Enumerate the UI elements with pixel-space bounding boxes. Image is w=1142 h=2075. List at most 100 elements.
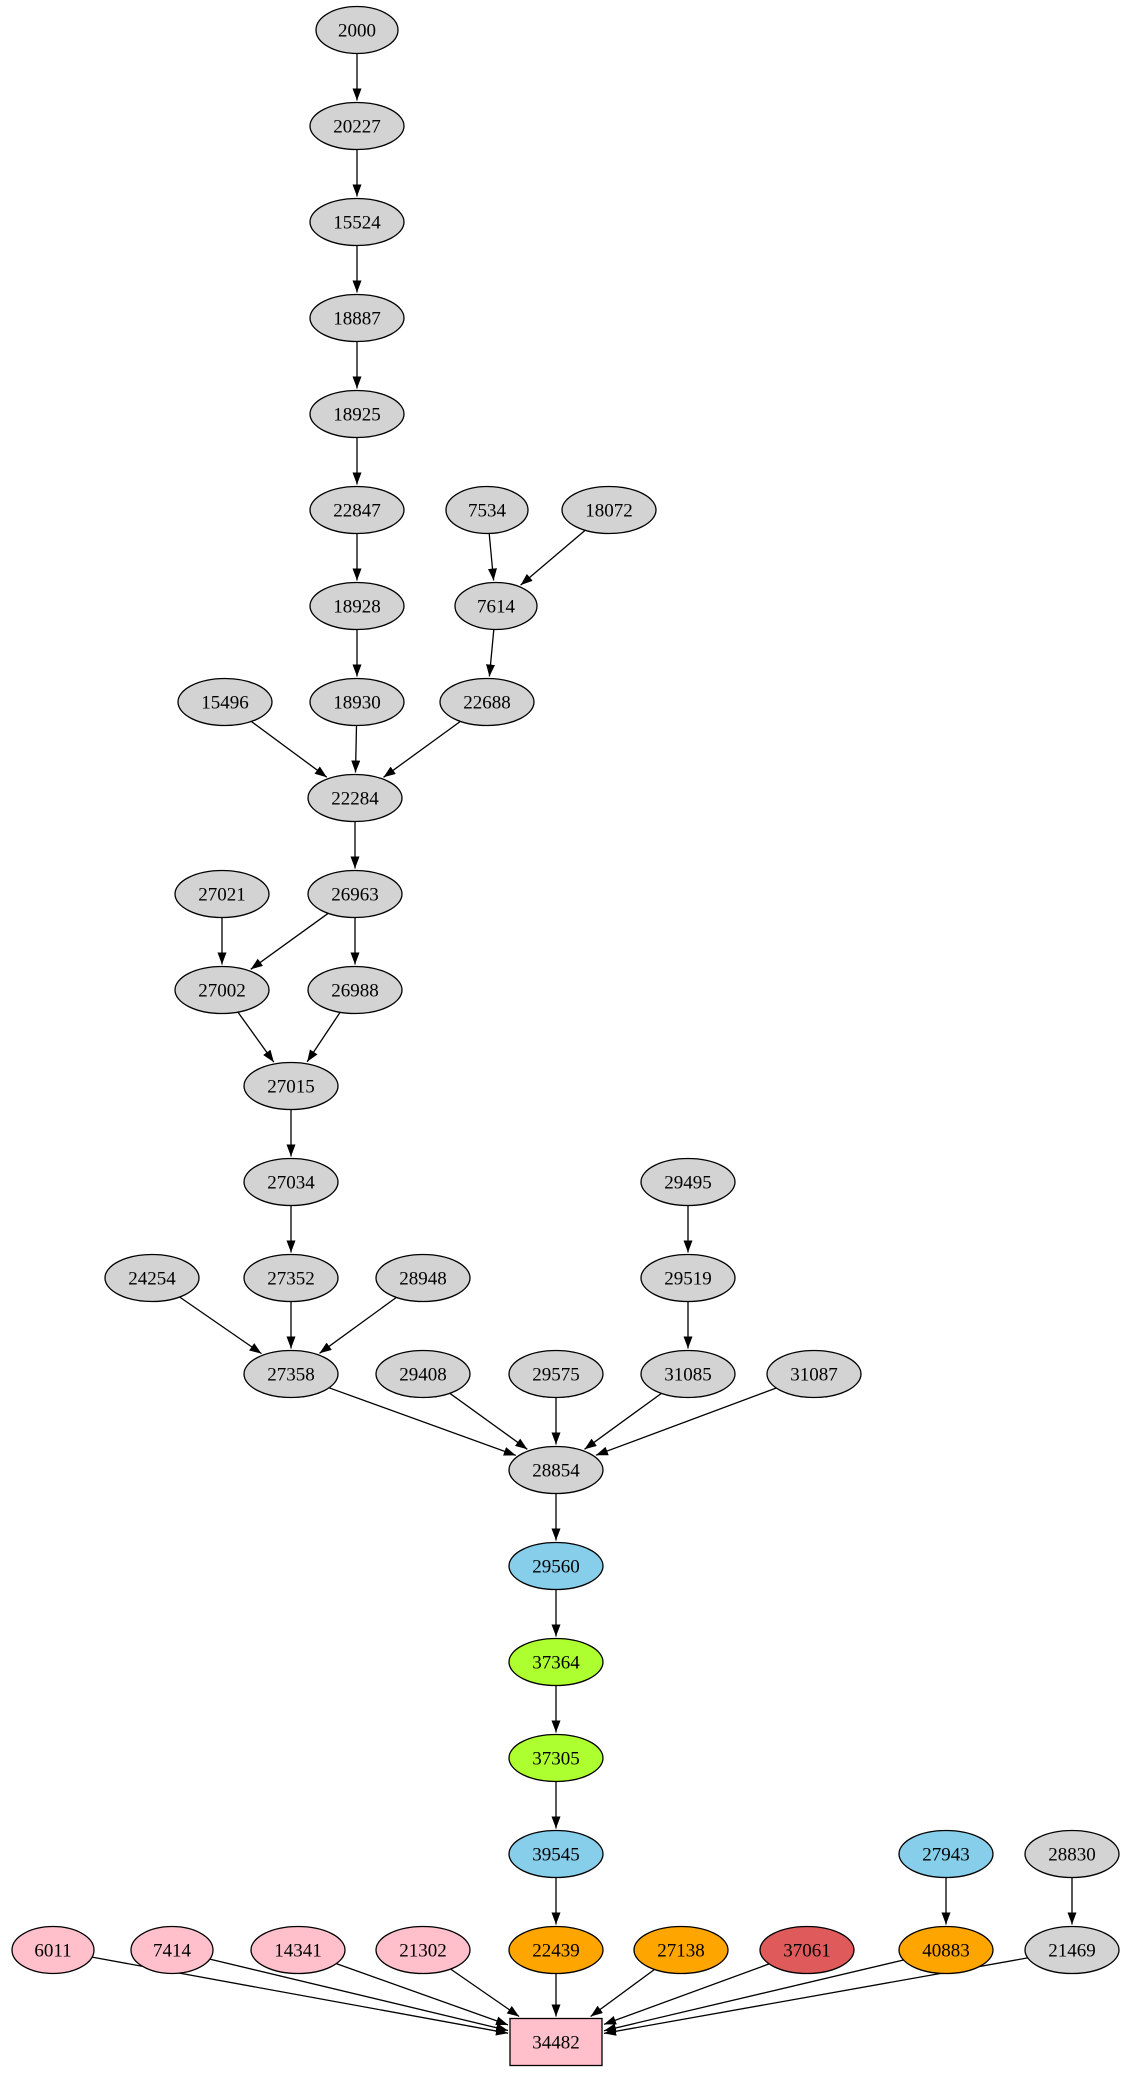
node-label: 6011 [34,1941,71,1962]
node-label: 15524 [333,213,381,234]
node-label: 28830 [1048,1845,1096,1866]
node-label: 34482 [532,2033,580,2054]
node-shape [508,1445,604,1495]
node-shape [898,1829,994,1879]
node-39545: 39545 [508,1829,604,1879]
node-29575: 29575 [508,1349,604,1399]
node-shape [508,1637,604,1687]
node-22688: 22688 [439,677,535,727]
node-shape [11,1925,95,1975]
node-14341: 14341 [250,1925,346,1975]
node-label: 29495 [664,1173,712,1194]
nodes-layer: 2000 20227 15524 18887 18925 22847 7534 18072 18… [11,5,1120,2067]
node-40883: 40883 [898,1925,994,1975]
node-shape [307,965,403,1015]
node-shape [250,1925,346,1975]
edge-31085-28854 [584,1392,662,1450]
node-label: 18925 [333,405,381,426]
node-label: 18928 [333,597,381,618]
node-shape [508,1733,604,1783]
node-28854: 28854 [508,1445,604,1495]
node-label: 27021 [198,885,246,906]
edge-7614-22688 [486,629,495,677]
node-shape [640,1253,736,1303]
edge-7534-7614 [488,533,497,581]
edge-7414-34482 [209,1958,509,2033]
node-shape [309,485,405,535]
node-shape [309,293,405,343]
node-27002: 27002 [174,965,270,1015]
node-27021: 27021 [174,869,270,919]
node-label: 27358 [267,1365,315,1386]
node-label: 29408 [399,1365,447,1386]
node-label: 2000 [338,21,376,42]
node-31087: 31087 [766,1349,862,1399]
node-21302: 21302 [375,1925,471,1975]
node-label: 22284 [331,789,379,810]
node-shape [759,1925,855,1975]
node-21469: 21469 [1024,1925,1120,1975]
node-7534: 7534 [445,485,529,535]
node-label: 29519 [664,1269,712,1290]
node-shape [633,1925,729,1975]
edge-18930-22284 [351,725,361,773]
node-label: 31085 [664,1365,712,1386]
node-27943: 27943 [898,1829,994,1879]
node-shape [309,101,405,151]
node-label: 18887 [333,309,381,330]
node-18887: 18887 [309,293,405,343]
node-29408: 29408 [375,1349,471,1399]
node-37305: 37305 [508,1733,604,1783]
node-15496: 15496 [177,677,273,727]
node-shape [898,1925,994,1975]
node-shape [1024,1829,1120,1879]
node-shape [561,485,657,535]
node-label: 28854 [532,1461,580,1482]
node-label: 26988 [331,981,379,1002]
node-shape [509,2017,603,2067]
edge-24254-27358 [179,1296,262,1355]
node-shape [309,197,405,247]
node-37061: 37061 [759,1925,855,1975]
edge-29408-28854 [449,1392,528,1450]
edge-22688-22284 [383,720,461,778]
node-shape [130,1925,214,1975]
node-26963: 26963 [307,869,403,919]
node-shape [104,1253,200,1303]
node-shape [508,1829,604,1879]
node-label: 24254 [128,1269,176,1290]
node-label: 22847 [333,501,381,522]
node-31085: 31085 [640,1349,736,1399]
node-shape [315,5,399,55]
node-shape [439,677,535,727]
node-shape [508,1541,604,1591]
node-shape [307,773,403,823]
edge-26963-27002 [250,912,329,970]
node-shape [375,1349,471,1399]
node-label: 27002 [198,981,246,1002]
node-label: 26963 [331,885,379,906]
node-shape [309,389,405,439]
node-shape [177,677,273,727]
node-shape [309,677,405,727]
node-shape [1024,1925,1120,1975]
edge-27358-28854 [328,1387,517,1457]
node-shape [454,581,538,631]
node-27138: 27138 [633,1925,729,1975]
edge-27002-27015 [237,1011,275,1063]
node-shape [508,1349,604,1399]
node-28830: 28830 [1024,1829,1120,1879]
node-37364: 37364 [508,1637,604,1687]
node-18072: 18072 [561,485,657,535]
edge-31087-28854 [595,1387,777,1456]
node-26988: 26988 [307,965,403,1015]
node-label: 21469 [1048,1941,1096,1962]
node-20227: 20227 [309,101,405,151]
node-shape [243,1157,339,1207]
edge-14341-34482 [336,1962,509,2026]
edge-40883-34482 [603,1959,904,2033]
node-label: 22439 [532,1941,580,1962]
node-18925: 18925 [309,389,405,439]
